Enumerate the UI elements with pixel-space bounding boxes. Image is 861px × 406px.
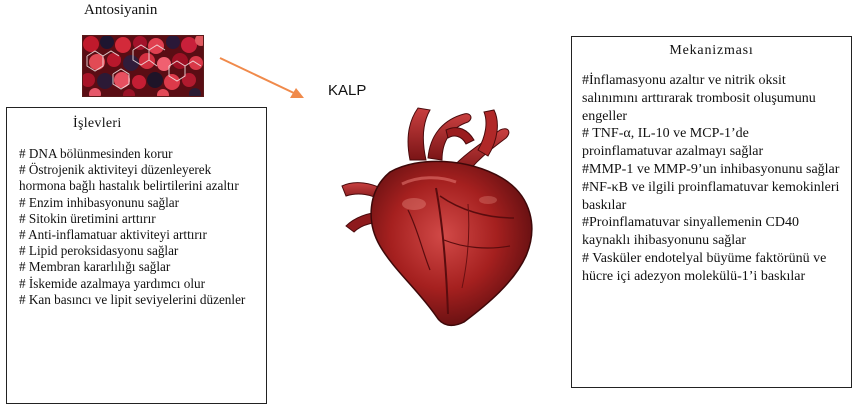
functions-item: # Enzim inhibasyonunu sağlar xyxy=(19,195,254,211)
arrow-to-heart xyxy=(218,56,308,104)
functions-item: # Östrojenik aktiviteyi düzenleyerek hor… xyxy=(19,162,254,194)
functions-item: # Kan basıncı ve lipit seviyelerini düze… xyxy=(19,292,254,308)
functions-item: # Anti-inflamatuar aktiviteyi arttırır xyxy=(19,227,254,243)
heart-illustration xyxy=(318,100,560,330)
mechanism-item: #Proinflamatuvar sinyallemenin CD40 kayn… xyxy=(582,214,841,250)
functions-title: İşlevleri xyxy=(19,114,254,134)
heart-label: KALP xyxy=(328,82,366,99)
functions-list: # DNA bölünmesinden korur # Östrojenik a… xyxy=(19,146,254,308)
mechanism-box: Mekanizması #İnflamasyonu azaltır ve nit… xyxy=(571,36,852,388)
functions-box: İşlevleri # DNA bölünmesinden korur # Ös… xyxy=(6,107,267,404)
functions-item: # DNA bölünmesinden korur xyxy=(19,146,254,162)
berries-photo xyxy=(82,35,204,97)
mechanism-item: #İnflamasyonu azaltır ve nitrik oksit sa… xyxy=(582,72,841,125)
mechanism-title: Mekanizması xyxy=(582,41,841,61)
mechanism-item: # Vasküler endotelyal büyüme faktörünü v… xyxy=(582,250,841,286)
functions-item: # Membran kararlılığı sağlar xyxy=(19,259,254,275)
mechanism-list: #İnflamasyonu azaltır ve nitrik oksit sa… xyxy=(582,72,841,286)
mechanism-item: #MMP-1 ve MMP-9’un inhibasyonunu sağlar xyxy=(582,161,841,179)
functions-item: # Sitokin üretimini arttırır xyxy=(19,211,254,227)
functions-item: # Lipid peroksidasyonu sağlar xyxy=(19,243,254,259)
functions-item: # İskemide azalmaya yardımcı olur xyxy=(19,276,254,292)
mechanism-item: #NF-κB ve ilgili proinflamatuvar kemokin… xyxy=(582,179,841,215)
mechanism-item: # TNF-α, IL-10 ve MCP-1’de proinflamatuv… xyxy=(582,125,841,161)
anthocyanin-title: Antosiyanin xyxy=(84,2,157,19)
